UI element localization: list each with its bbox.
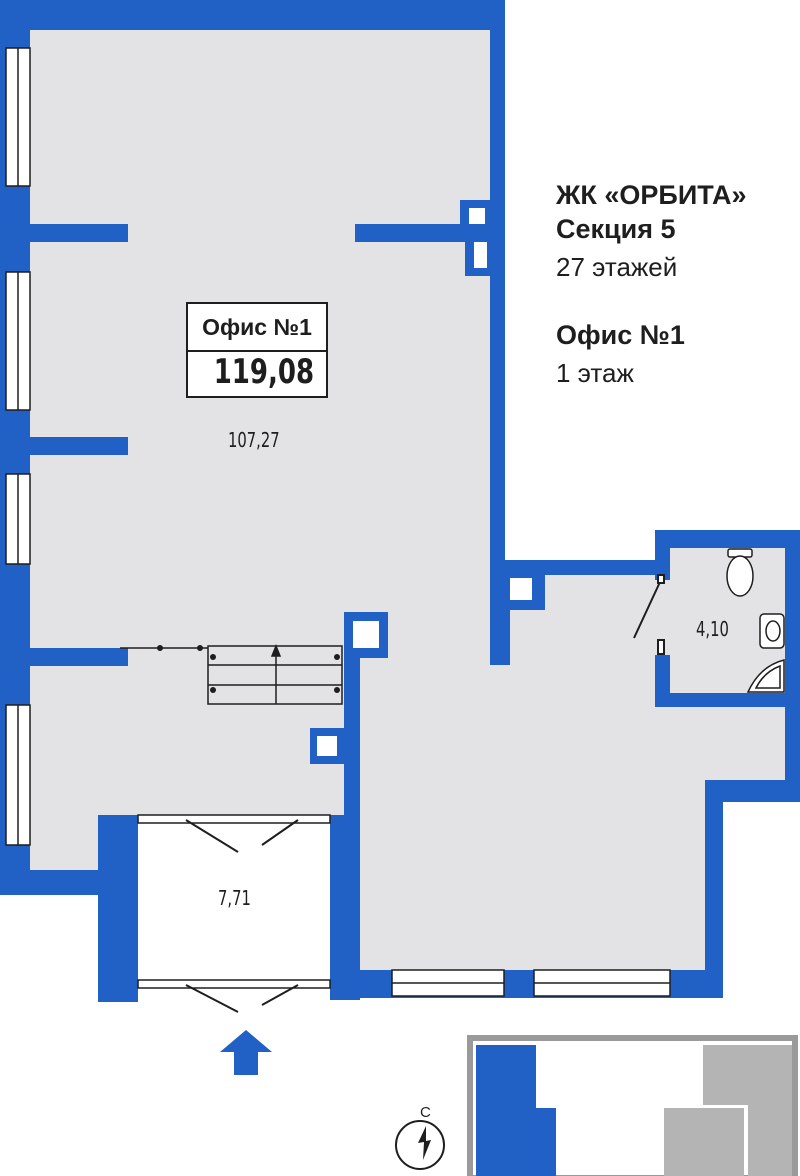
- compass-north-label: С: [420, 1104, 431, 1121]
- stair: [120, 643, 343, 705]
- floors-total: 27 этажей: [556, 252, 678, 282]
- unit-floor: 1 этаж: [556, 358, 634, 388]
- building-minimap: [467, 1035, 798, 1176]
- stair-dots: [157, 645, 340, 693]
- shower-icon: [746, 659, 785, 693]
- entrance-arrow-icon: [220, 1030, 272, 1075]
- room-area-bathroom: 4,10: [696, 617, 729, 641]
- doors: [137, 574, 665, 1013]
- office-total-area: 119,08: [213, 352, 314, 392]
- toilet-icon: [726, 548, 754, 597]
- office-label-title: Офис №1: [188, 304, 326, 352]
- windows: [5, 47, 671, 997]
- office-label-box: Офис №1 119,08: [186, 302, 328, 398]
- column-voids: [317, 208, 532, 756]
- sink-icon: [759, 613, 785, 649]
- unit-name: Офис №1: [556, 320, 685, 350]
- room-area-vestibule: 7,71: [218, 886, 251, 910]
- complex-name: ЖК «ОРБИТА»: [556, 180, 747, 210]
- floor-fill: [30, 30, 785, 975]
- compass-icon: [395, 1120, 445, 1170]
- room-area-main: 107,27: [228, 428, 280, 452]
- section-label: Секция 5: [556, 214, 676, 244]
